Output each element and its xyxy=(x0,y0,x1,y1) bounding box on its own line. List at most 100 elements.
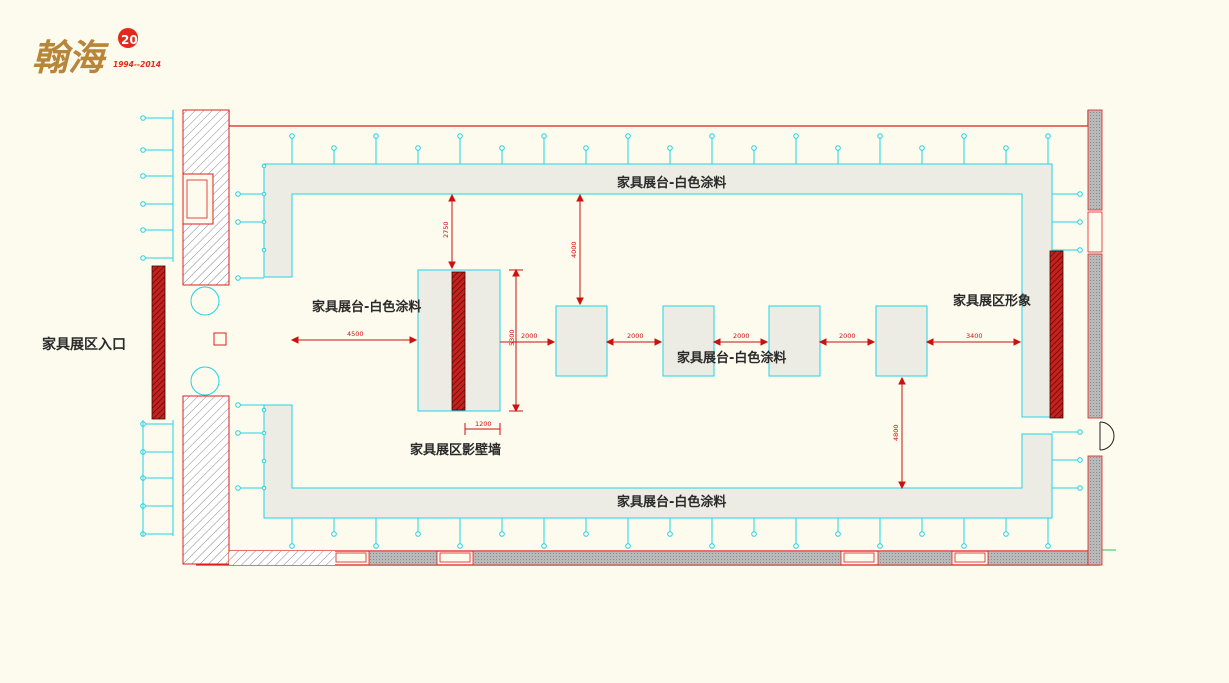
light-fixture-icon xyxy=(235,485,241,491)
light-fixture-icon xyxy=(1077,457,1083,463)
light-fixture-icon xyxy=(289,543,295,549)
light-fixture-icon xyxy=(235,430,241,436)
light-fixture-icon xyxy=(373,543,379,549)
light-fixture-icon xyxy=(235,402,241,408)
light-fixture-icon xyxy=(919,145,925,151)
light-fixture-icon xyxy=(499,531,505,537)
light-fixture-icon xyxy=(667,145,673,151)
dim-2000-1: 2000 xyxy=(521,332,538,340)
light-fixture-icon xyxy=(541,133,547,139)
light-fixture-icon xyxy=(373,133,379,139)
right-wall-middle xyxy=(1087,253,1103,419)
dim-2000-4: 2000 xyxy=(839,332,856,340)
entrance-feature-wall xyxy=(151,265,166,420)
light-fixture-icon xyxy=(1077,247,1083,253)
dim-2750: 2750 xyxy=(442,221,450,238)
dim-4500: 4500 xyxy=(347,330,364,338)
light-fixture-icon xyxy=(457,543,463,549)
logo-name: 翰海 xyxy=(32,37,110,79)
dim-3400: 3400 xyxy=(966,332,983,340)
light-fixture-icon xyxy=(140,115,146,121)
side-door xyxy=(1099,421,1115,451)
light-fixture-icon xyxy=(415,531,421,537)
light-fixture-icon xyxy=(583,145,589,151)
light-fixture-icon xyxy=(877,133,883,139)
light-fixture-icon xyxy=(1045,133,1051,139)
light-fixture-icon xyxy=(261,191,267,197)
light-fixture-icon xyxy=(751,531,757,537)
light-fixture-icon xyxy=(1077,191,1083,197)
display-box-1 xyxy=(555,305,608,377)
bottom-wall-hatch xyxy=(229,551,335,565)
light-fixture-icon xyxy=(709,543,715,549)
light-fixture-icon xyxy=(457,133,463,139)
light-fixture-icon xyxy=(1003,145,1009,151)
label-top-display: 家具展台-白色涂料 xyxy=(617,175,726,191)
light-fixture-icon xyxy=(793,133,799,139)
top-display-platform xyxy=(263,163,1053,418)
light-fixture-icon xyxy=(261,430,267,436)
screen-feature-wall xyxy=(451,271,466,411)
brand-logo: 翰海 20 1994--2014 xyxy=(32,28,161,79)
light-fixture-icon xyxy=(961,543,967,549)
light-fixture-icon xyxy=(261,458,267,464)
light-fixture-icon xyxy=(140,147,146,153)
light-fixture-icon xyxy=(261,219,267,225)
light-fixture-icon xyxy=(415,145,421,151)
light-fixture-icon xyxy=(961,133,967,139)
light-fixture-icon xyxy=(625,543,631,549)
display-platforms xyxy=(263,163,1053,519)
light-fixture-icon xyxy=(1077,219,1083,225)
light-fixture-icon xyxy=(261,247,267,253)
light-fixture-icon xyxy=(235,191,241,197)
dim-2000-2: 2000 xyxy=(627,332,644,340)
light-fixture-icon xyxy=(835,531,841,537)
light-fixture-icon xyxy=(261,407,267,413)
label-image-wall: 家具展区形象 xyxy=(953,293,1031,309)
label-bottom-display: 家具展台-白色涂料 xyxy=(617,494,726,510)
light-fixture-icon xyxy=(235,275,241,281)
light-fixture-icon xyxy=(877,543,883,549)
light-fixture-icon xyxy=(261,485,267,491)
dimension-lines xyxy=(290,193,1022,490)
display-box-2 xyxy=(662,305,715,377)
dim-4800: 4800 xyxy=(892,424,900,441)
image-feature-wall xyxy=(1049,250,1064,419)
light-fixtures xyxy=(140,110,1083,549)
light-fixture-icon xyxy=(331,531,337,537)
light-fixture-icon xyxy=(140,173,146,179)
building-walls xyxy=(182,109,1116,566)
dim-2000-3: 2000 xyxy=(733,332,750,340)
light-fixture-icon xyxy=(499,145,505,151)
left-wall-lower xyxy=(182,395,230,565)
right-wall-lower xyxy=(1087,455,1103,566)
label-center-display: 家具展台-白色涂料 xyxy=(677,350,786,366)
light-fixture-icon xyxy=(331,145,337,151)
light-fixture-icon xyxy=(235,219,241,225)
label-screen-wall: 家具展区影壁墙 xyxy=(410,442,501,458)
light-fixture-icon xyxy=(1077,485,1083,491)
light-fixture-icon xyxy=(541,543,547,549)
right-wall-upper xyxy=(1087,109,1103,211)
logo-badge: 20 xyxy=(121,33,138,47)
light-fixture-icon xyxy=(261,163,267,169)
dim-4000: 4000 xyxy=(570,241,578,258)
bottom-display-platform xyxy=(263,404,1053,519)
light-fixture-icon xyxy=(140,255,146,261)
light-fixture-icon xyxy=(583,531,589,537)
light-fixture-icon xyxy=(289,133,295,139)
light-fixture-icon xyxy=(1077,429,1083,435)
entrance-doors xyxy=(190,286,227,396)
dim-1200: 1200 xyxy=(475,420,492,428)
light-fixture-icon xyxy=(667,531,673,537)
label-screen-display: 家具展台-白色涂料 xyxy=(312,299,421,315)
light-fixture-icon xyxy=(140,227,146,233)
light-fixture-icon xyxy=(1045,543,1051,549)
light-fixture-icon xyxy=(625,133,631,139)
label-entrance: 家具展区入口 xyxy=(42,336,126,353)
logo-years: 1994--2014 xyxy=(113,60,161,69)
light-fixture-icon xyxy=(140,201,146,207)
light-fixture-icon xyxy=(919,531,925,537)
dim-5300: 5300 xyxy=(508,329,516,346)
display-box-4 xyxy=(875,305,928,377)
